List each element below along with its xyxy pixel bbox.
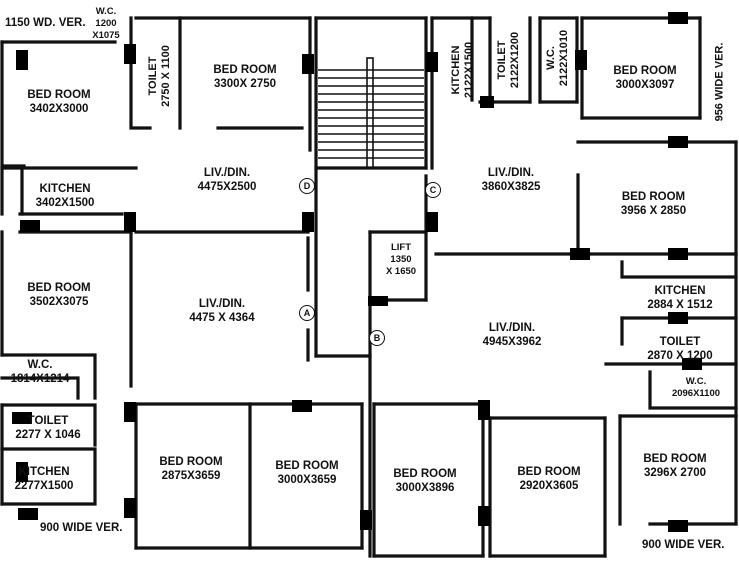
bed-b1-name: BED ROOM (159, 456, 223, 468)
toilet-top-right-dim: 2122X1200 (509, 31, 521, 89)
toilet-top-right-name: TOILET (496, 40, 508, 80)
kitchen-bottom-left-name: KITCHEN (18, 466, 70, 478)
bed-b3-dim: 3000X3896 (395, 482, 455, 494)
bed-b1-label: BED ROOM 2875X3659 (146, 455, 236, 483)
bed-b5-name: BED ROOM (643, 453, 707, 465)
kitchen-right-name: KITCHEN (654, 285, 706, 297)
bed-top-mid-dim: 3300X 2750 (213, 78, 277, 90)
toilet-top-right-label: TOILET 2122X1200 (496, 32, 522, 88)
wc-top-right-name: W.C. (545, 46, 557, 70)
bed-left-mid-label: BED ROOM 3502X3075 (14, 281, 104, 309)
liv-bottom-left-label: LIV./DIN. 4475 X 4364 (172, 297, 272, 325)
wc-top-left-dim1: 1200 (95, 18, 117, 29)
kitchen-bottom-left-label: KITCHEN 2277X1500 (2, 465, 86, 493)
bed-left-mid-dim: 3502X3075 (29, 296, 89, 308)
wc-top-right-dim: 2122X1010 (558, 29, 570, 87)
marker-c: C (425, 182, 441, 198)
kitchen-top-right-dim: 2122X1500 (463, 41, 475, 99)
verandah-right-text: 956 WIDE VER. (713, 42, 726, 122)
verandah-bottom-left-label: 900 WIDE VER. (40, 521, 122, 535)
kitchen-right-dim: 2884 X 1512 (647, 299, 713, 311)
verandah-bottom-right-text: 900 WIDE VER. (642, 539, 725, 551)
toilet-top-left-label: TOILET 2750 X 1100 (147, 45, 173, 107)
wc-top-left-dim2: X1075 (92, 30, 120, 41)
toilet-top-left-dim: 2750 X 1100 (160, 45, 172, 107)
bed-b3-name: BED ROOM (393, 468, 457, 480)
bed-top-right-label: BED ROOM 3000X3097 (600, 64, 690, 92)
lift-name: LIFT (390, 242, 412, 253)
liv-top-left-dim: 4475X2500 (197, 181, 257, 193)
liv-top-right-label: LIV./DIN. 3860X3825 (466, 166, 556, 194)
verandah-right-label: 956 WIDE VER. (714, 43, 727, 122)
liv-bottom-right-name: LIV./DIN. (488, 322, 536, 334)
door-openings (12, 12, 702, 532)
bed-right-mid-label: BED ROOM 3956 X 2850 (606, 190, 701, 218)
kitchen-top-right-name: KITCHEN (450, 45, 462, 95)
kitchen-top-right-label: KITCHEN 2122X1500 (450, 42, 476, 98)
kitchen-mid-left-dim: 3402X1500 (35, 197, 95, 209)
liv-bottom-left-dim: 4475 X 4364 (189, 312, 255, 324)
stairs (318, 69, 424, 159)
bed-b4-dim: 2920X3605 (519, 480, 579, 492)
bed-top-right-dim: 3000X3097 (615, 79, 675, 91)
marker-d: D (299, 178, 315, 194)
toilet-right-label: TOILET 2870 X 1200 (630, 335, 730, 363)
bed-right-mid-dim: 3956 X 2850 (620, 205, 687, 217)
bed-b4-name: BED ROOM (517, 466, 581, 478)
bed-top-left-dim: 3402X3000 (29, 103, 89, 115)
lift-dim1: 1350 (390, 254, 412, 265)
bed-left-mid-name: BED ROOM (27, 282, 91, 294)
toilet-left-name: TOILET (27, 415, 69, 427)
wc-left-label: W.C. 1814X1214 (4, 358, 76, 386)
lift-dim2: X 1650 (385, 266, 417, 277)
bed-b5-label: BED ROOM 3296X 2700 (630, 452, 720, 480)
bed-right-mid-name: BED ROOM (621, 191, 686, 203)
liv-top-left-name: LIV./DIN. (203, 167, 251, 179)
verandah-bottom-right-label: 900 WIDE VER. (642, 538, 724, 552)
toilet-right-dim: 2870 X 1200 (647, 350, 713, 362)
wc-right-dim: 2096X1100 (671, 388, 721, 399)
toilet-left-label: TOILET 2277 X 1046 (2, 414, 94, 442)
liv-bottom-right-dim: 4945X3962 (482, 336, 542, 348)
bed-top-right-name: BED ROOM (613, 65, 677, 77)
verandah-top-left-text: 1150 WD. VER. (5, 17, 86, 29)
bed-top-mid-label: BED ROOM 3300X 2750 (200, 63, 290, 91)
wc-top-left-name: W.C. (95, 6, 117, 17)
wc-top-left-label: W.C. 1200 X1075 (86, 6, 126, 42)
kitchen-mid-left-label: KITCHEN 3402X1500 (20, 182, 110, 210)
kitchen-mid-left-name: KITCHEN (39, 183, 91, 195)
liv-bottom-right-label: LIV./DIN. 4945X3962 (462, 321, 562, 349)
wc-right-name: W.C. (685, 376, 707, 387)
bed-b4-label: BED ROOM 2920X3605 (504, 465, 594, 493)
bed-b1-dim: 2875X3659 (161, 470, 221, 482)
bed-b2-dim: 3000X3659 (277, 474, 337, 486)
liv-top-left-label: LIV./DIN. 4475X2500 (182, 166, 272, 194)
kitchen-right-label: KITCHEN 2884 X 1512 (630, 284, 730, 312)
bed-b2-name: BED ROOM (275, 460, 339, 472)
bed-b3-label: BED ROOM 3000X3896 (380, 467, 470, 495)
toilet-right-name: TOILET (659, 336, 701, 348)
verandah-bottom-left-text: 900 WIDE VER. (40, 522, 123, 534)
bed-top-left-name: BED ROOM (27, 89, 91, 101)
wc-right-label: W.C. 2096X1100 (660, 376, 732, 400)
liv-bottom-left-name: LIV./DIN. (198, 298, 246, 310)
bed-top-mid-name: BED ROOM (213, 64, 277, 76)
walls (0, 16, 738, 558)
bed-b5-dim: 3296X 2700 (643, 467, 707, 479)
wc-top-right-label: W.C. 2122X1010 (545, 30, 571, 86)
marker-b: B (369, 330, 385, 346)
wc-left-dim: 1814X1214 (10, 373, 70, 385)
liv-top-right-name: LIV./DIN. (487, 167, 535, 179)
toilet-top-left-name: TOILET (147, 56, 159, 96)
bed-b2-label: BED ROOM 3000X3659 (262, 459, 352, 487)
marker-a: A (299, 305, 315, 321)
verandah-top-left-label: 1150 WD. VER. (5, 16, 86, 30)
bed-top-left-label: BED ROOM 3402X3000 (14, 88, 104, 116)
wc-left-name: W.C. (27, 359, 53, 371)
lift-label: LIFT 1350 X 1650 (378, 242, 424, 278)
kitchen-bottom-left-dim: 2277X1500 (14, 480, 74, 492)
liv-top-right-dim: 3860X3825 (481, 181, 541, 193)
toilet-left-dim: 2277 X 1046 (15, 429, 81, 441)
